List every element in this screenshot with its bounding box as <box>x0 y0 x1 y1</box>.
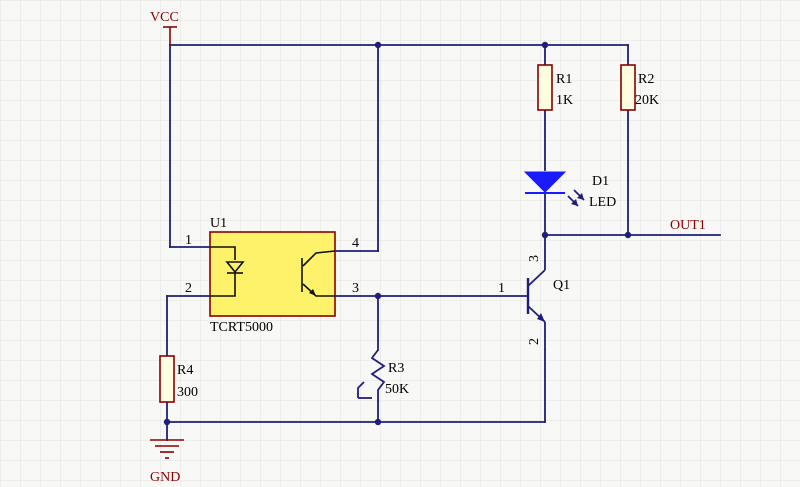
q1-pin-2-number: 2 <box>527 338 542 345</box>
junction-dot <box>624 231 632 239</box>
q1-emitter-arrow-icon <box>537 313 545 322</box>
u1-ir-diode-icon <box>225 261 245 274</box>
r1-value: 1K <box>556 93 573 108</box>
r4-body <box>159 355 175 403</box>
u1-pin-3-number: 3 <box>352 281 359 296</box>
junction-dot <box>374 41 382 49</box>
q1-collector-line <box>527 269 546 287</box>
r2-resistor[interactable]: R2 20K <box>620 64 659 111</box>
q1-transistor[interactable]: 1 2 3 Q1 <box>498 235 570 350</box>
q1-pin-3-number: 3 <box>527 255 542 262</box>
r1-designator: R1 <box>556 72 572 87</box>
vcc-label: VCC <box>150 10 179 25</box>
led-triangle-icon <box>523 171 567 193</box>
u1-diode-wire <box>210 246 236 260</box>
wires <box>166 44 721 441</box>
r2-body <box>620 64 636 111</box>
r4-resistor[interactable]: R4 300 <box>159 355 198 403</box>
r4-value: 300 <box>177 385 198 400</box>
led-emission-arrowhead-1 <box>571 199 578 206</box>
r3-designator: R3 <box>388 361 404 376</box>
r1-body <box>537 64 553 111</box>
d1-led[interactable]: D1 LED <box>523 171 616 210</box>
r3-zigzag <box>370 349 386 402</box>
r4-designator: R4 <box>177 363 193 378</box>
out1-net-label: OUT1 <box>670 218 706 233</box>
u1-optocoupler[interactable]: 1 2 3 4 U1 TCRT5000 <box>185 216 359 335</box>
r3-wiper <box>357 381 365 398</box>
u1-pin-1-number: 1 <box>185 233 192 248</box>
q1-designator: Q1 <box>553 278 570 293</box>
u1-diode-return <box>210 282 236 297</box>
gnd-power-port[interactable]: GND <box>150 439 184 485</box>
u1-body <box>209 231 336 317</box>
r3-potentiometer[interactable]: R3 50K <box>357 349 409 402</box>
u1-collector-line <box>302 250 336 267</box>
vcc-power-port[interactable]: VCC <box>150 10 179 45</box>
d1-value: LED <box>589 195 616 210</box>
junction-dot <box>374 292 382 300</box>
u1-value: TCRT5000 <box>210 320 273 335</box>
junction-dot <box>374 418 382 426</box>
u1-pin-4-number: 4 <box>352 236 359 251</box>
u1-pin-2-number: 2 <box>185 281 192 296</box>
u1-designator: U1 <box>210 216 227 231</box>
out1-net-port[interactable]: OUT1 <box>670 218 706 233</box>
junction-dot <box>163 418 171 426</box>
q1-pin-1-number: 1 <box>498 281 505 296</box>
gnd-label: GND <box>150 470 180 485</box>
r3-value: 50K <box>385 382 409 397</box>
junction-dot <box>541 41 549 49</box>
u1-emitter-arrow <box>309 289 316 296</box>
d1-designator: D1 <box>592 174 609 189</box>
r2-designator: R2 <box>638 72 654 87</box>
r2-value: 20K <box>635 93 659 108</box>
junctions <box>163 41 632 426</box>
r1-resistor[interactable]: R1 1K <box>537 64 573 111</box>
led-emission-arrowhead-2 <box>577 193 584 200</box>
